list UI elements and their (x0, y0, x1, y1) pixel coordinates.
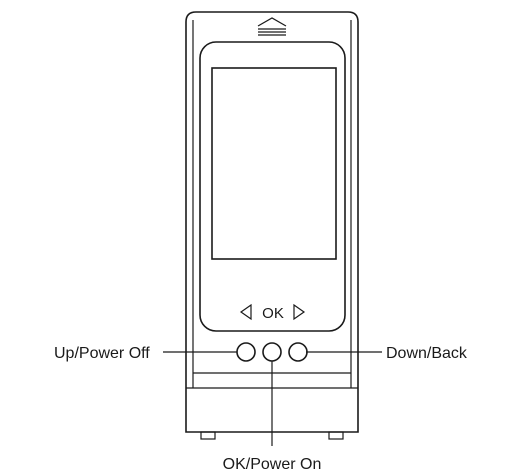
panel-ok-label: OK (262, 305, 284, 322)
down-back-label: Down/Back (386, 345, 468, 362)
ok-power-on-button[interactable] (262, 342, 282, 362)
panel-nav-hint: OK (239, 303, 306, 322)
top-vent-icon (257, 17, 287, 36)
up-power-off-label: Up/Power Off (54, 345, 150, 362)
ok-power-on-label: OK/Power On (223, 456, 322, 473)
display-screen (211, 67, 337, 260)
front-panel (199, 41, 346, 332)
up-power-off-button[interactable] (236, 342, 256, 362)
right-arrow-icon (293, 303, 306, 321)
right-foot (328, 431, 344, 440)
device-body (185, 11, 359, 433)
left-foot (200, 431, 216, 440)
down-back-button[interactable] (288, 342, 308, 362)
left-arrow-icon (239, 303, 252, 321)
